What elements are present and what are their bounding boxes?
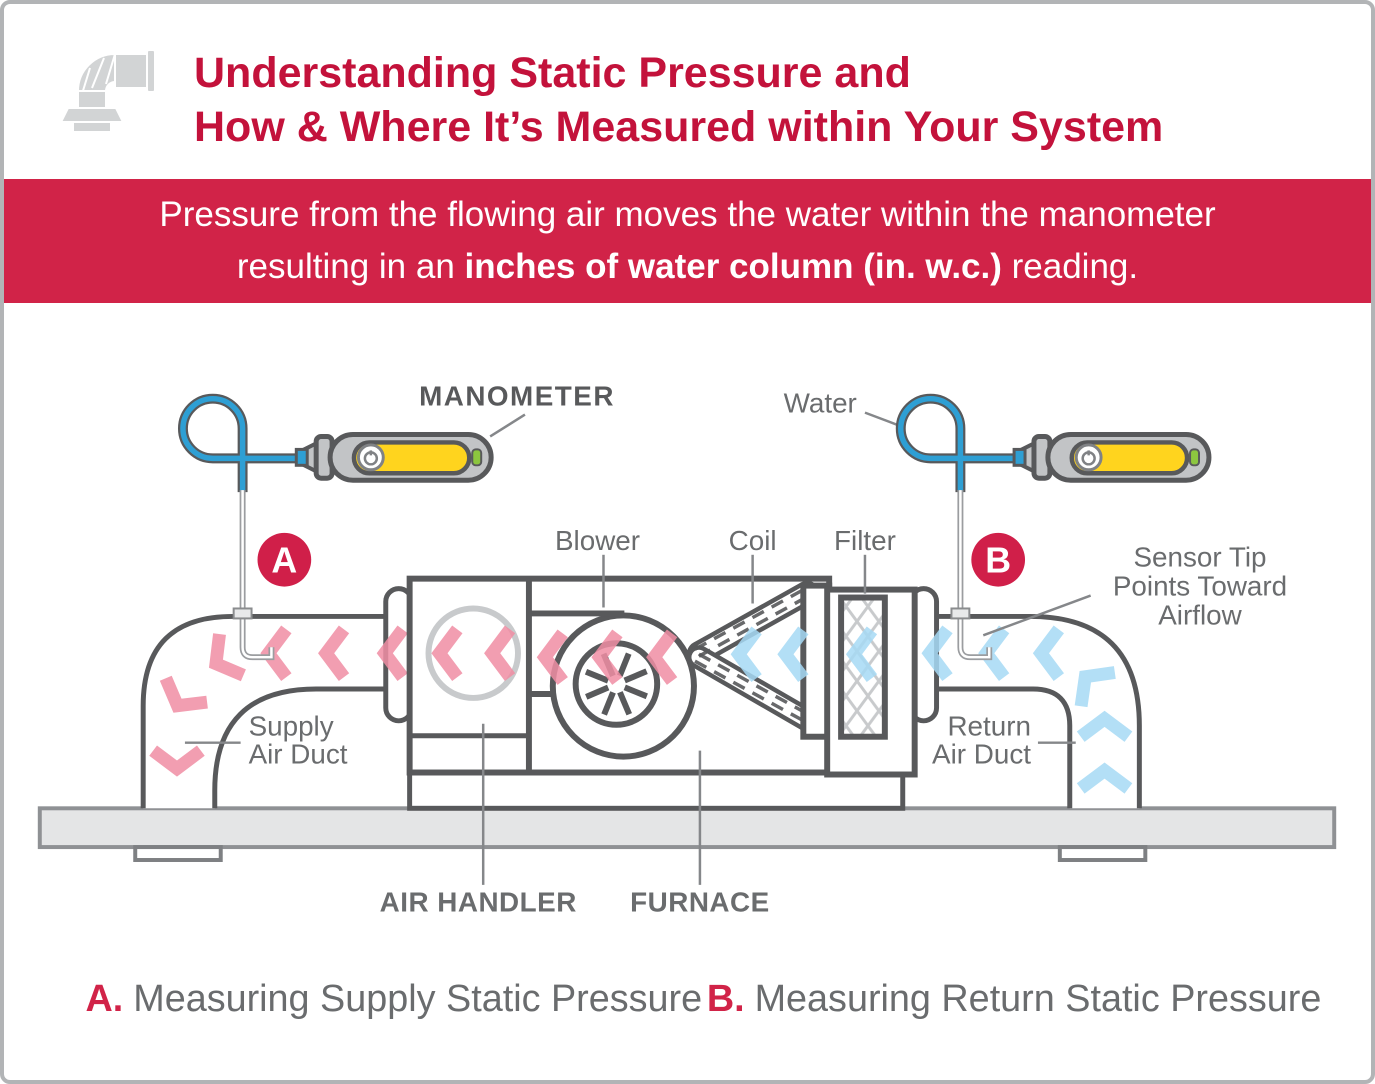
title-line-1: Understanding Static Pressure and xyxy=(194,49,911,97)
return-duct-label: Return Air Duct xyxy=(932,711,1031,770)
filter-cabinet xyxy=(824,586,918,778)
svg-text:Air Duct: Air Duct xyxy=(249,739,348,770)
page-title: Understanding Static Pressure and How & … xyxy=(194,46,1163,154)
sensor-tip-label: Sensor Tip Points Toward Airflow xyxy=(1113,542,1287,631)
svg-text:Points Toward: Points Toward xyxy=(1113,571,1287,602)
caption-a: A. Measuring Supply Static Pressure xyxy=(86,978,703,1020)
svg-text:Measuring Supply Static Pressu: Measuring Supply Static Pressure xyxy=(133,978,702,1020)
svg-text:Airflow: Airflow xyxy=(1158,599,1242,630)
svg-text:Air Duct: Air Duct xyxy=(932,739,1031,770)
banner-line-2: resulting in an inches of water column (… xyxy=(236,247,1139,286)
svg-text:B.: B. xyxy=(707,978,745,1020)
air-handler-label: AIR HANDLER xyxy=(380,887,577,918)
duct-elbow-icon xyxy=(59,46,160,146)
header: Understanding Static Pressure and How & … xyxy=(4,4,1371,179)
unit-base xyxy=(407,770,906,811)
svg-text:A.: A. xyxy=(86,978,124,1020)
filter-label: Filter xyxy=(834,525,896,556)
blower-label: Blower xyxy=(555,525,640,556)
hvac-diagram: MANOMETER Water Blower Coil Filter Senso… xyxy=(37,381,1337,1020)
furnace-label: FURNACE xyxy=(630,887,770,918)
floor xyxy=(37,806,1337,850)
water-label: Water xyxy=(784,388,857,419)
svg-text:Return: Return xyxy=(947,711,1031,742)
badge-a: A xyxy=(257,532,312,587)
intro-banner: Pressure from the flowing air moves the … xyxy=(4,179,1371,303)
leader-lines xyxy=(184,411,1092,885)
supply-duct-label: Supply Air Duct xyxy=(249,711,348,770)
air-handler-furnace-unit xyxy=(406,575,833,776)
duct-foot-left xyxy=(133,845,223,862)
badge-b: B xyxy=(971,532,1026,587)
caption-b: B. Measuring Return Static Pressure xyxy=(707,978,1321,1020)
banner-line-1: Pressure from the flowing air moves the … xyxy=(159,195,1216,235)
svg-text:Measuring Return Static Pressu: Measuring Return Static Pressure xyxy=(755,978,1322,1020)
coil-label: Coil xyxy=(729,525,777,556)
title-line-2: How & Where It’s Measured within Your Sy… xyxy=(194,103,1164,152)
return-air-duct xyxy=(934,613,1142,809)
svg-text:A: A xyxy=(271,541,297,581)
duct-collar-circle xyxy=(425,605,521,701)
manometer-label: MANOMETER xyxy=(419,381,615,412)
svg-text:B: B xyxy=(985,541,1011,581)
svg-text:Supply: Supply xyxy=(249,711,334,742)
duct-foot-right xyxy=(1057,845,1148,862)
svg-text:Sensor Tip: Sensor Tip xyxy=(1133,542,1266,573)
